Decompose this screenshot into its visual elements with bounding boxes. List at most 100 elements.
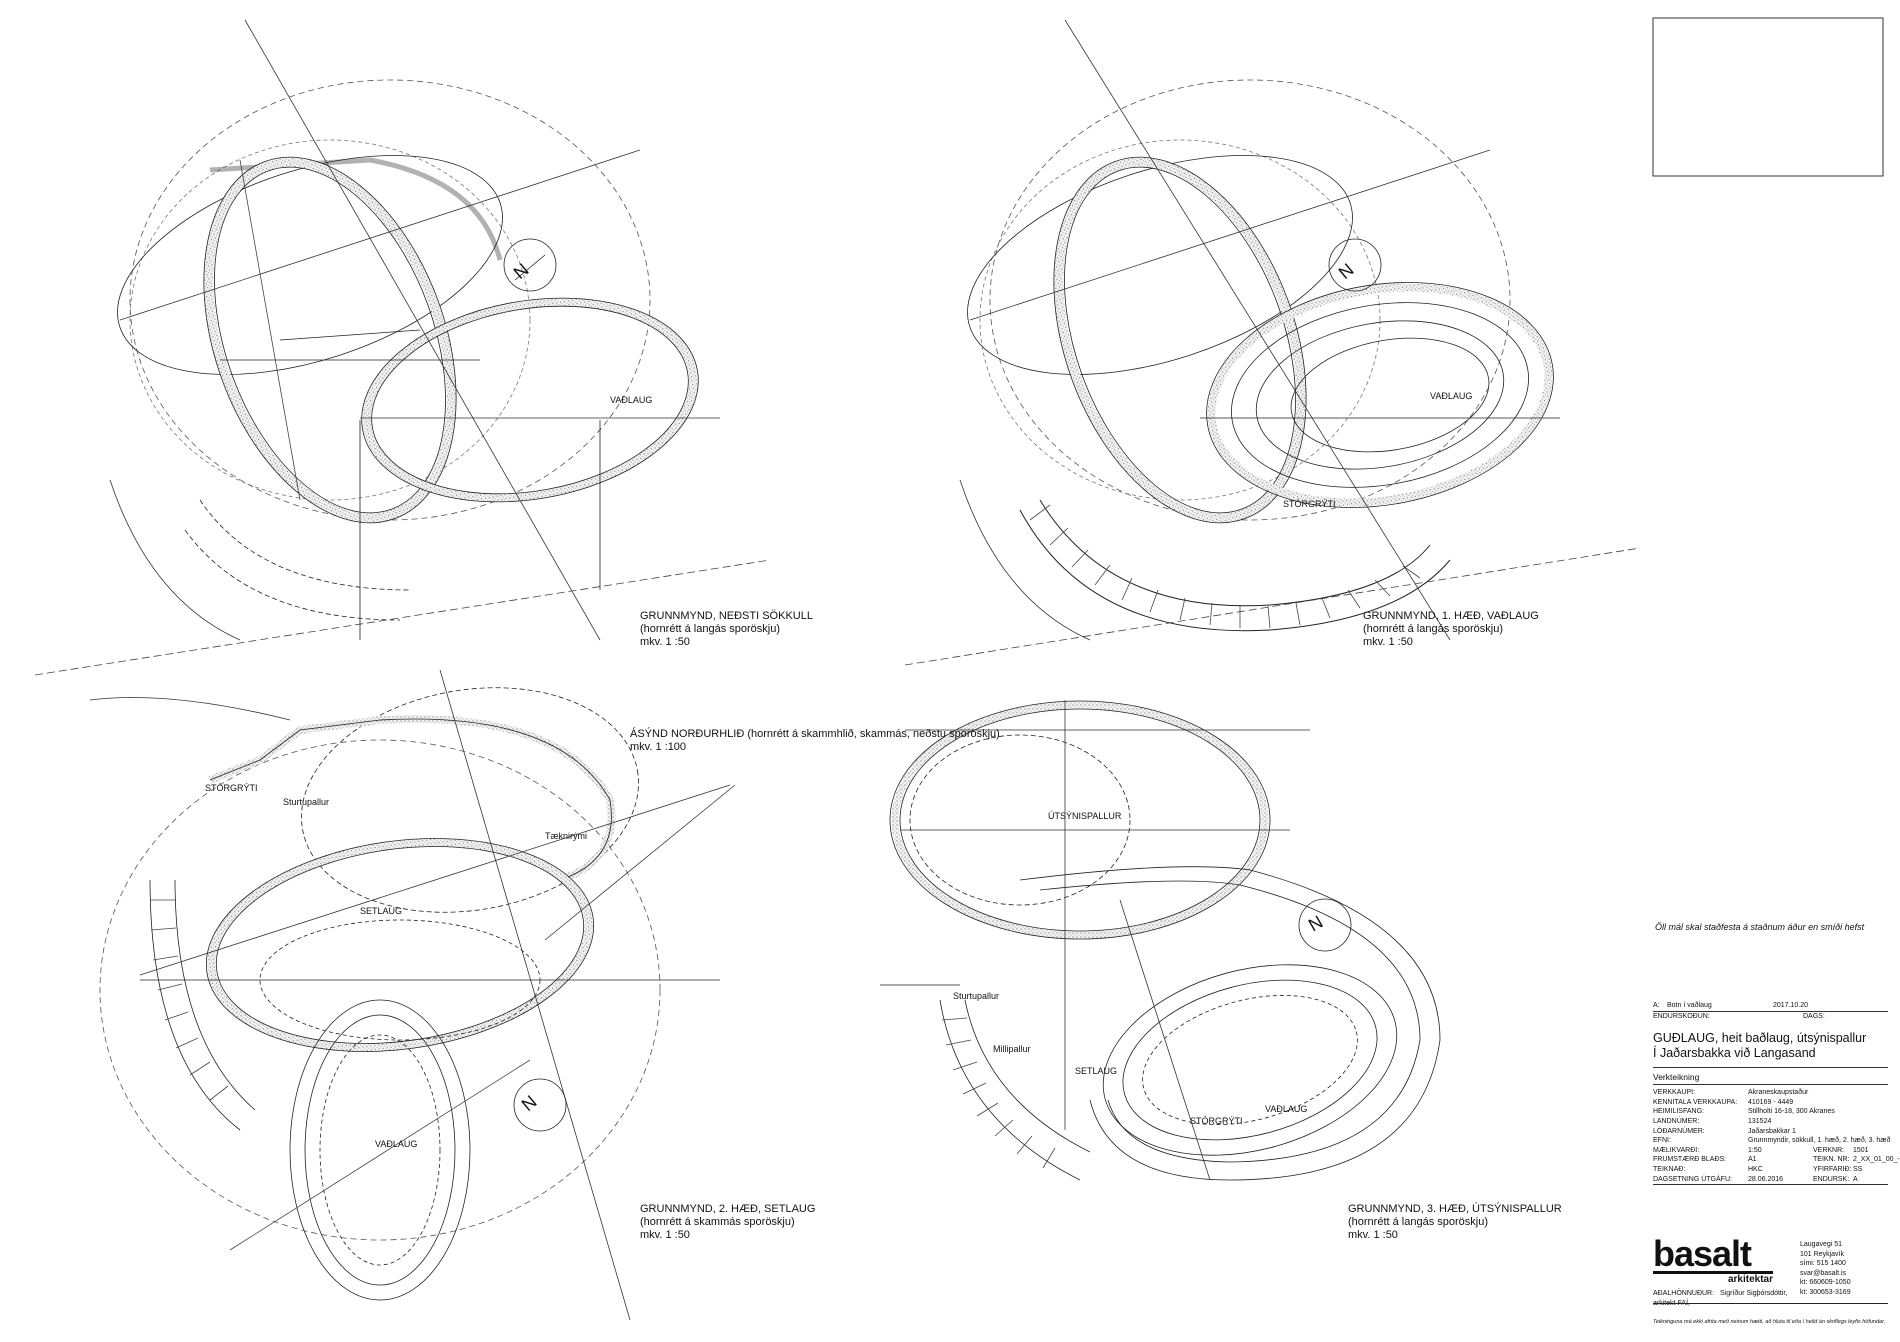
tb-value: A1 — [1748, 1156, 1757, 1164]
revision-header: ENDURSKOÐUN: DAGS: — [1653, 1010, 1888, 1022]
endurskodun-label: ENDURSKOÐUN: — [1653, 1012, 1710, 1020]
room-label-taeknirymi: Tæknirými — [545, 831, 587, 841]
address-block: Laugavegi 51 101 Reykjavík sími: 515 140… — [1800, 1240, 1851, 1298]
plan-2-scale: mkv. 1 :50 — [1363, 636, 1413, 648]
tb-key: ENDURSK: — [1813, 1175, 1850, 1183]
room-label-vadlaug-1: VAÐLAUG — [610, 395, 653, 405]
plan-1-title: GRUNNMYND, NEÐSTI SÖKKULL — [640, 610, 813, 622]
designer-row: AÐALHÖNNUÐUR: Sigríður Sigþórsdóttir, ar… — [1653, 1289, 1793, 1308]
address-line: svar@basalt.is — [1800, 1269, 1847, 1277]
plan-3-subtitle: (hornrétt á skammás sporöskju) — [640, 1216, 795, 1228]
revision-code: A: — [1653, 1002, 1660, 1009]
tb-value: A — [1853, 1175, 1858, 1183]
tb-row-3: LANDNÚMER: 131524 — [1653, 1117, 1888, 1127]
plan-3-title: GRUNNMYND, 2. HÆÐ, SETLAUG — [640, 1203, 816, 1215]
tb-key: EFNI: — [1653, 1137, 1671, 1145]
plan-4-drawing: N — [880, 700, 1441, 1181]
tb-row-5: EFNI: Grunnmyndir, sökkull, 1. hæð, 2. hæ… — [1653, 1136, 1891, 1146]
plan-4-subtitle: (hornrétt á langás sporöskju) — [1348, 1216, 1489, 1228]
svg-text:N: N — [1335, 259, 1358, 283]
plan-2-subtitle: (hornrétt á langás sporöskju) — [1363, 623, 1504, 635]
plan-2-title: GRUNNMYND, 1. HÆÐ, VAÐLAUG — [1363, 610, 1539, 622]
tb-key: VERKNR: — [1813, 1146, 1845, 1154]
room-label-millipallur: Millipallur — [993, 1044, 1031, 1054]
elevation-caption: ÁSÝND NORÐURHLIÐ (hornrétt á skammhlið, … — [630, 728, 1000, 754]
tb-value: 2_XX_01_00_-- — [1853, 1156, 1900, 1164]
address-line: Laugavegi 51 — [1800, 1241, 1843, 1248]
plan-4-scale: mkv. 1 :50 — [1348, 1229, 1398, 1241]
designer-kt: kt: 300653-3169 — [1800, 1288, 1851, 1296]
stamp-box — [1652, 17, 1884, 177]
elevation-scale: mkv. 1 :100 — [630, 741, 687, 753]
revision-row: A: Botn í vaðlaug 2017.10.20 — [1653, 1001, 1888, 1011]
tb-key: VERKKAUPI: — [1653, 1089, 1696, 1097]
tb-value: 28.06.2016 — [1748, 1175, 1784, 1183]
basalt-logo: basalt arkitektar — [1653, 1236, 1773, 1286]
plan-3-caption: GRUNNMYND, 2. HÆÐ, SETLAUG (hornrétt á s… — [640, 1203, 815, 1242]
address-line: sími: 515 1400 — [1800, 1260, 1846, 1268]
project-title-2: Í Jaðarsbakka við Langasand — [1653, 1046, 1816, 1061]
tb-key: YFIRFARIÐ: — [1813, 1165, 1852, 1173]
dags-label: DAGS: — [1803, 1012, 1825, 1020]
revision-text: Botn í vaðlaug — [1667, 1002, 1712, 1009]
tb-value: 410169 - 4449 — [1748, 1098, 1794, 1106]
tb-key: TEIKN. NR: — [1813, 1156, 1850, 1164]
tb-key: DAGSETNING ÚTGÁFU: — [1653, 1175, 1732, 1183]
tb-row2-0: MÆLIKVARÐI: 1:50 VERKNR: 1501 — [1653, 1146, 1888, 1156]
tb-row2-1: FRUMSTÆRÐ BLAÐS: A1 TEIKN. NR:2_XX_01_00_-… — [1653, 1155, 1900, 1165]
address-line: 101 Reykjavík — [1800, 1250, 1844, 1258]
logo-sub: arkitektar — [1727, 1274, 1773, 1285]
tb-row2-2: TEIKNAÐ: HKC YFIRFARIÐ:SS — [1653, 1165, 1888, 1175]
tb-value: Jaðarsbakkar 1 — [1748, 1127, 1796, 1135]
plan-3-scale: mkv. 1 :50 — [640, 1229, 690, 1241]
svg-text:N: N — [518, 1091, 541, 1115]
footer-divider — [1653, 1303, 1888, 1304]
tb-value: Grunnmyndir, sökkull, 1. hæð, 2. hæð, 3.… — [1748, 1137, 1891, 1145]
room-label-sturtupallur-4: Sturtupallur — [953, 991, 1000, 1001]
tb-value: 1501 — [1853, 1146, 1869, 1154]
plan-1-subtitle: (hornrétt á langás sporöskju) — [640, 623, 781, 635]
room-label-vadlaug-2: VAÐLAUG — [1430, 391, 1473, 401]
tb-key: FRUMSTÆRÐ BLAÐS: — [1653, 1156, 1727, 1164]
logo-main: basalt — [1653, 1236, 1773, 1274]
room-label-vadlaug-4: VAÐLAUG — [1265, 1104, 1308, 1114]
tb-value: SS — [1853, 1165, 1863, 1173]
room-label-storgryti-3: STÓRGRÝTI — [205, 783, 258, 793]
plan-2-drawing: N — [904, 19, 1641, 666]
tb-row-1: KENNITALA VERKKAUPA: 410169 - 4449 — [1653, 1098, 1888, 1108]
project-title-1: GUÐLAUG, heit baðlaug, útsýnispallur — [1653, 1031, 1867, 1046]
tb-key: MÆLIKVARÐI: — [1653, 1146, 1700, 1154]
room-label-setlaug: SETLAUG — [360, 906, 403, 916]
title-block: A: Botn í vaðlaug 2017.10.20 ENDURSKOÐUN… — [1653, 1001, 1900, 1186]
tb-key: HEIMILISFANG: — [1653, 1108, 1704, 1116]
plan-3-drawing: N — [89, 669, 731, 1321]
tb-value: HKC — [1748, 1165, 1763, 1173]
plan-1-scale: mkv. 1 :50 — [640, 636, 690, 648]
tb-key: TEIKNAÐ: — [1653, 1165, 1686, 1173]
tb-key: KENNITALA VERKKAUPA: — [1653, 1098, 1738, 1106]
tb-value: Akraneskaupstaður — [1748, 1089, 1809, 1097]
tb-value: 1:50 — [1748, 1146, 1762, 1154]
tb-value: 131524 — [1748, 1117, 1772, 1125]
tb-row-0: VERKKAUPI: Akraneskaupstaður — [1653, 1088, 1888, 1098]
tb-value: Stillholti 16-18, 300 Akranes — [1748, 1108, 1835, 1116]
side-note: Öll mál skal staðfesta á staðnum áður en… — [1655, 922, 1865, 932]
plan-1-drawing: N — [34, 19, 771, 676]
svg-text:N: N — [510, 259, 533, 283]
elevation-title: ÁSÝND NORÐURHLIÐ (hornrétt á skammhlið, … — [630, 728, 1000, 740]
doc-type: Verkteikning — [1653, 1070, 1888, 1086]
plan-2-caption: GRUNNMYND, 1. HÆÐ, VAÐLAUG (hornrétt á l… — [1363, 610, 1539, 649]
tb-row2-3: DAGSETNING ÚTGÁFU: 28.06.2016 ENDURSK:A — [1653, 1175, 1888, 1186]
plan-4-caption: GRUNNMYND, 3. HÆÐ, ÚTSÝNISPALLUR (hornré… — [1348, 1203, 1562, 1242]
footer-note: Teikninguna má ekki afrita með neinum hæ… — [1653, 1319, 1886, 1325]
room-label-setlaug-4: SETLAUG — [1075, 1066, 1118, 1076]
tb-key: LANDNÚMER: — [1653, 1117, 1700, 1125]
room-label-utsynispallur: ÚTSÝNISPALLUR — [1048, 811, 1122, 821]
room-label-storgryti-2: STÓRGRÝTI — [1283, 499, 1336, 509]
room-label-sturtupallur-3: Sturtupallur — [283, 797, 330, 807]
address-line: kt: 660609-1050 — [1800, 1279, 1851, 1287]
tb-row-4: LÓÐARNÚMER:Jaðarsbakkar 1 — [1653, 1127, 1888, 1137]
plan-1-caption: GRUNNMYND, NEÐSTI SÖKKULL (hornrétt á la… — [640, 610, 813, 649]
elevation-line — [544, 784, 736, 941]
